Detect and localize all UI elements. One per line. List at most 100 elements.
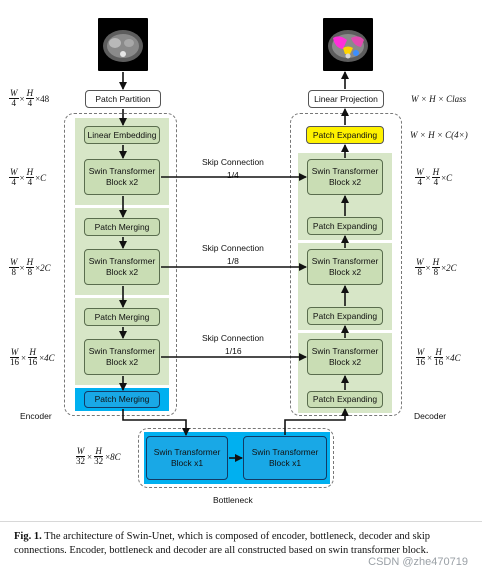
decoder-patch-expanding-top-label: Patch Expanding — [312, 129, 378, 140]
dim-left-1-suffix: 48 — [40, 93, 50, 104]
dim-left-4-n1: W — [9, 347, 20, 358]
dim-right-4-d2: 8 — [433, 267, 439, 277]
decoder-patch-expanding-1-label: Patch Expanding — [312, 220, 378, 231]
encoder-swin-block-3-label: Swin Transformer Block x2 — [88, 346, 156, 367]
patch-partition-label: Patch Partition — [95, 93, 151, 104]
linear-embedding-box: Linear Embedding — [84, 126, 160, 144]
decoder-swin-block-1: Swin Transformer Block x2 — [307, 159, 383, 195]
dim-right-3-n2: H — [431, 167, 441, 178]
dim-left-1-d2: 4 — [27, 98, 33, 108]
encoder-swin-block-1-label: Swin Transformer Block x2 — [88, 166, 156, 187]
decoder-patch-expanding-2-label: Patch Expanding — [312, 310, 378, 321]
encoder-swin-block-2: Swin Transformer Block x2 — [84, 249, 160, 285]
encoder-swin-block-1: Swin Transformer Block x2 — [84, 159, 160, 195]
dim-right-5-suffix: 4C — [450, 352, 461, 363]
figure-number: Fig. 1. — [14, 531, 42, 542]
dim-left-3-suffix: 2C — [40, 262, 51, 273]
dim-left-3-n2: H — [25, 257, 35, 268]
skip-connection-2-title: Skip Connection — [202, 243, 264, 253]
dim-right-5-n2: H — [434, 347, 443, 358]
dim-left-2-n2: H — [25, 167, 35, 178]
dim-right-1: W × H × Class — [411, 94, 466, 104]
caption-separator — [0, 521, 482, 522]
encoder-patch-merging-3-label: Patch Merging — [94, 394, 150, 404]
dim-left-5-d1: 32 — [76, 456, 85, 466]
dim-right-1-text: W × H × Class — [411, 94, 467, 104]
decoder-swin-block-3: Swin Transformer Block x2 — [307, 339, 383, 375]
bottleneck-outline — [138, 428, 334, 488]
dim-right-3-d1: 4 — [417, 177, 423, 187]
encoder-patch-merging-1-label: Patch Merging — [94, 221, 150, 232]
decoder-swin-block-2: Swin Transformer Block x2 — [307, 249, 383, 285]
encoder-patch-merging-2-label: Patch Merging — [94, 311, 150, 322]
dim-left-4-suffix: 4C — [44, 352, 55, 363]
encoder-patch-merging-1: Patch Merging — [84, 218, 160, 236]
dim-left-5-d2: 32 — [94, 456, 104, 466]
dim-right-3-d2: 4 — [433, 177, 439, 187]
dim-right-3-suffix: C — [446, 172, 453, 183]
dim-right-2: W × H × C(4×) — [410, 130, 468, 140]
input-ct-image — [98, 18, 148, 71]
skip-connection-1-scale: 1/4 — [227, 170, 239, 180]
bottleneck-swin-block-1: Swin Transformer Block x1 — [146, 436, 228, 480]
skip-connection-2-scale: 1/8 — [227, 256, 239, 266]
decoder-swin-block-1-label: Swin Transformer Block x2 — [311, 166, 379, 187]
bottleneck-swin-block-2: Swin Transformer Block x1 — [243, 436, 327, 480]
decoder-patch-expanding-3: Patch Expanding — [307, 391, 383, 408]
encoder-patch-merging-2: Patch Merging — [84, 308, 160, 326]
dim-left-5-n1: W — [75, 446, 86, 457]
decoder-swin-block-3-label: Swin Transformer Block x2 — [311, 346, 379, 367]
dim-right-4-n2: H — [431, 257, 441, 268]
encoder-swin-block-2-label: Swin Transformer Block x2 — [88, 256, 156, 277]
linear-projection-label: Linear Projection — [314, 93, 378, 104]
bottleneck-swin-block-2-label: Swin Transformer Block x1 — [251, 447, 319, 468]
dim-right-5-d1: 16 — [416, 357, 425, 367]
dim-left-2-d1: 4 — [11, 177, 17, 187]
dim-left-5-n2: H — [94, 446, 103, 457]
dim-left-2-d2: 4 — [27, 177, 33, 187]
linear-projection-box: Linear Projection — [308, 90, 384, 108]
dim-left-2-suffix: C — [40, 172, 47, 183]
encoder-outline — [64, 113, 177, 416]
watermark: CSDN @zhe470719 — [368, 556, 468, 568]
dim-left-3-d2: 8 — [27, 267, 33, 277]
encoder-swin-block-3: Swin Transformer Block x2 — [84, 339, 160, 375]
output-segmentation-image — [323, 18, 373, 71]
bottleneck-swin-block-1-label: Swin Transformer Block x1 — [153, 447, 221, 468]
dim-right-4-suffix: 2C — [446, 262, 457, 273]
linear-embedding-label: Linear Embedding — [87, 129, 157, 140]
encoder-patch-merging-3: Patch Merging — [84, 391, 160, 408]
dim-left-4-n2: H — [28, 347, 37, 358]
dim-left-1-n1: W — [9, 88, 19, 99]
skip-connection-3-title: Skip Connection — [202, 333, 264, 343]
dim-right-4-n1: W — [415, 257, 425, 268]
skip-connection-3-scale: 1/16 — [225, 346, 242, 356]
encoder-label: Encoder — [20, 411, 52, 421]
patch-partition-box: Patch Partition — [85, 90, 161, 108]
dim-right-5-d2: 16 — [434, 357, 444, 367]
dim-left-3-n1: W — [9, 257, 19, 268]
skip-connection-1-title: Skip Connection — [202, 157, 264, 167]
dim-left-5-suffix: 8C — [110, 451, 121, 462]
decoder-label: Decoder — [414, 411, 447, 421]
decoder-patch-expanding-2: Patch Expanding — [307, 307, 383, 325]
decoder-patch-expanding-1: Patch Expanding — [307, 217, 383, 235]
dim-right-3-n1: W — [415, 167, 425, 178]
dim-left-4-d1: 16 — [10, 357, 19, 367]
dim-left-1-n2: H — [25, 88, 35, 99]
dim-left-1-d1: 4 — [11, 98, 17, 108]
decoder-patch-expanding-3-label: Patch Expanding — [312, 394, 378, 404]
figure-caption: Fig. 1. The architecture of Swin-Unet, w… — [14, 530, 470, 558]
dim-right-5-n1: W — [415, 347, 426, 358]
dim-right-4-d1: 8 — [417, 267, 423, 277]
decoder-patch-expanding-top: Patch Expanding — [306, 126, 384, 144]
